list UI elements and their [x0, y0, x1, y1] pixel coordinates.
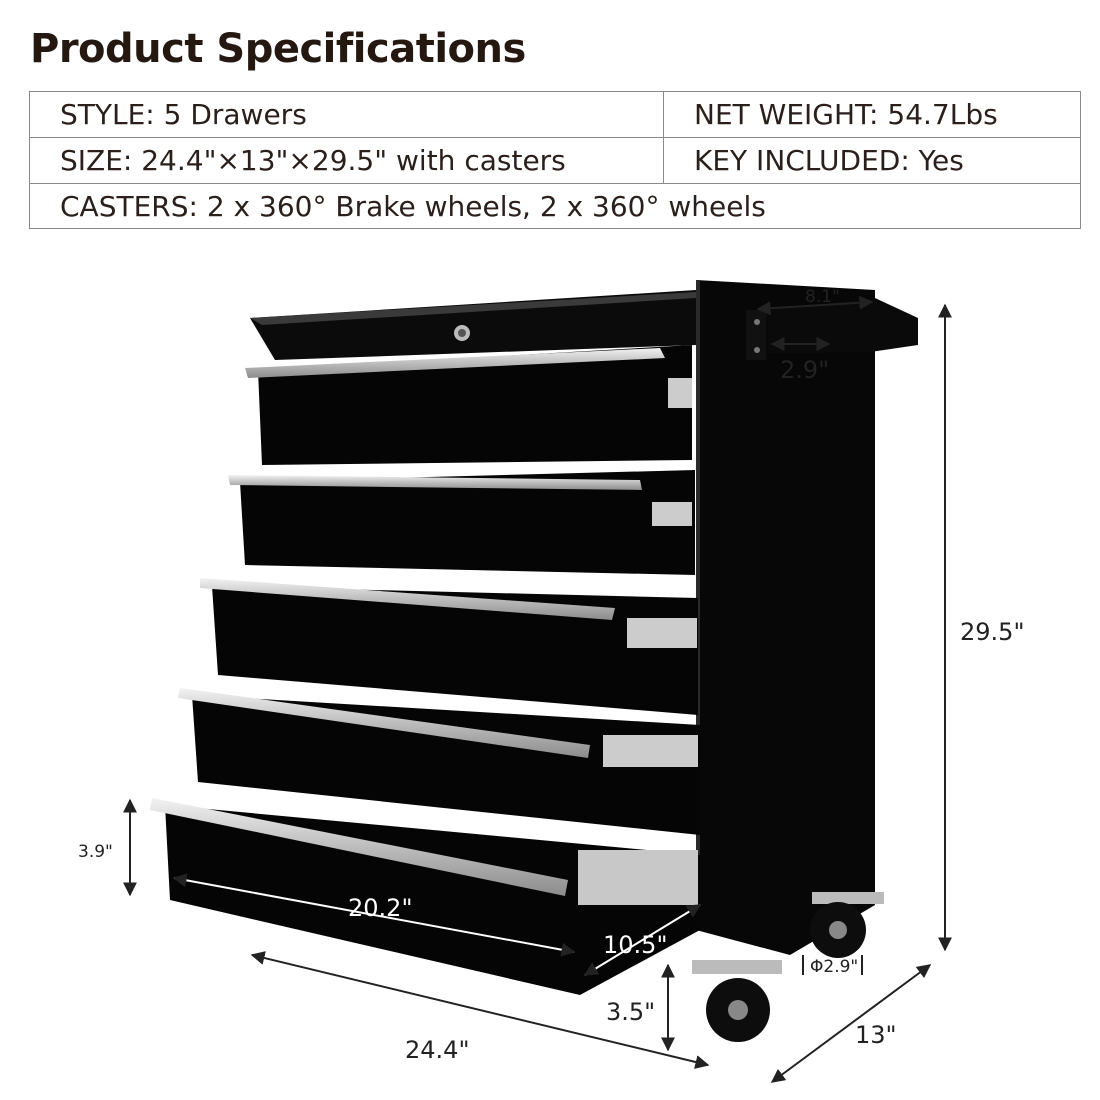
caster-front-left: [692, 960, 782, 1042]
handle-width-label: 2.9": [780, 356, 829, 384]
drawer-depth-label: 3.9": [78, 842, 113, 862]
cabinet-body: [250, 280, 875, 955]
caster-back-right: [810, 892, 884, 958]
spec-size: SIZE: 24.4"×13"×29.5" with casters: [29, 137, 664, 184]
drawer-1: [245, 345, 692, 465]
drawer-2: [228, 470, 695, 575]
caster-height-label: 3.5": [606, 998, 655, 1026]
spec-row: SIZE: 24.4"×13"×29.5" with casters KEY I…: [29, 137, 1081, 184]
wheel-diameter-label: Φ2.9": [810, 957, 858, 977]
depth-label: 13": [855, 1021, 897, 1049]
handle-length-label: 8.1": [805, 287, 840, 307]
width-label: 24.4": [405, 1036, 469, 1064]
drawer-3: [200, 578, 698, 715]
spec-casters: CASTERS: 2 x 360° Brake wheels, 2 x 360°…: [29, 183, 1081, 229]
drawer-length-label: 10.5": [603, 931, 667, 959]
spec-key: KEY INCLUDED: Yes: [663, 137, 1081, 184]
drawer-width-label: 20.2": [348, 894, 412, 922]
drawer-5: [150, 798, 700, 995]
spec-table: STYLE: 5 Drawers NET WEIGHT: 54.7Lbs SIZ…: [29, 91, 1081, 229]
height-label: 29.5": [960, 618, 1024, 646]
page-title: Product Specifications: [30, 26, 526, 72]
drawer-4: [178, 688, 700, 835]
dimension-lines: [123, 295, 952, 1083]
spec-row: CASTERS: 2 x 360° Brake wheels, 2 x 360°…: [29, 183, 1081, 229]
spec-style: STYLE: 5 Drawers: [29, 91, 664, 138]
